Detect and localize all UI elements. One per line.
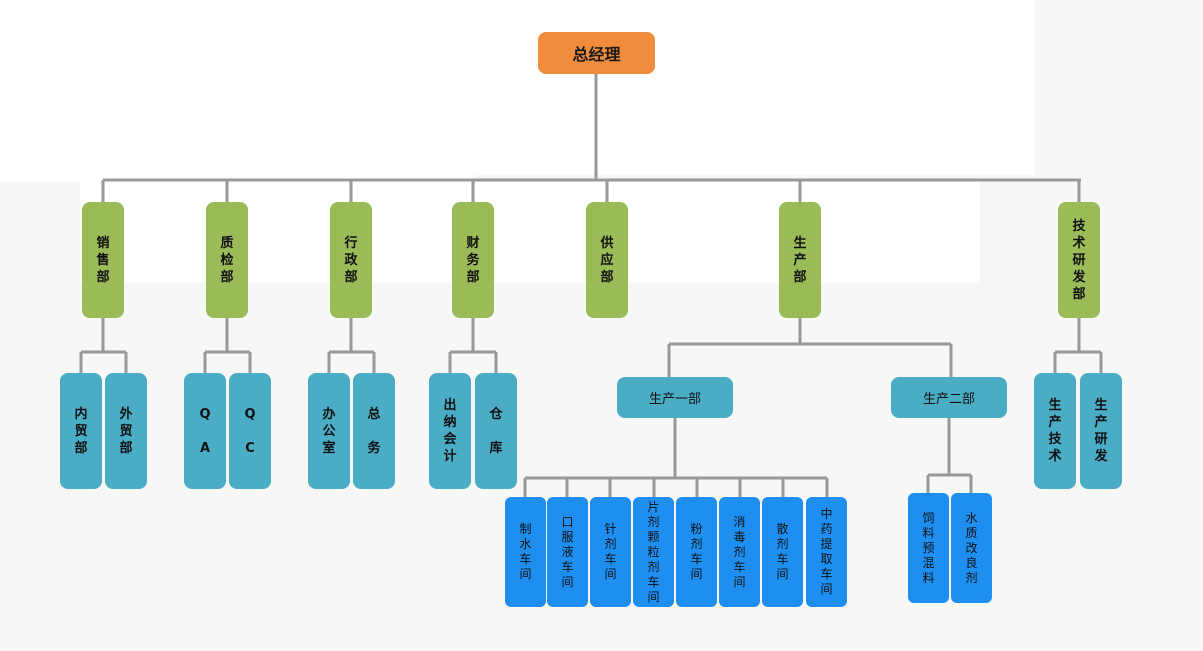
sub-office: 办 公 室 [308, 373, 350, 489]
dept-admin: 行 政 部 [330, 202, 372, 318]
sub-qc: Q C [229, 373, 271, 489]
sub-production-tech: 生 产 技 术 [1034, 373, 1076, 489]
workshop: 粉 剂 车 间 [676, 497, 717, 607]
workshop: 中 药 提 取 车 间 [806, 497, 847, 607]
sub-qa: Q A [184, 373, 226, 489]
sub-production-rd: 生 产 研 发 [1080, 373, 1122, 489]
sub-warehouse: 仓 库 [475, 373, 517, 489]
dept-supply: 供 应 部 [586, 202, 628, 318]
dept-production: 生 产 部 [779, 202, 821, 318]
ceo-box: 总经理 [538, 32, 655, 74]
production-unit-1: 生产一部 [617, 377, 733, 418]
workshop: 片 剂 颗 粒 剂 车 间 [633, 497, 674, 607]
dept-quality: 质 检 部 [206, 202, 248, 318]
workshop: 针 剂 车 间 [590, 497, 631, 607]
sub-general-affairs: 总 务 [353, 373, 395, 489]
sub-foreign-trade: 外 贸 部 [105, 373, 147, 489]
background-patch [0, 0, 475, 182]
workshop: 水 质 改 良 剂 [951, 493, 992, 603]
background-patch [475, 0, 1035, 175]
workshop: 散 剂 车 间 [762, 497, 803, 607]
dept-sales: 销 售 部 [82, 202, 124, 318]
production-unit-2: 生产二部 [891, 377, 1007, 418]
workshop: 消 毒 剂 车 间 [719, 497, 760, 607]
dept-finance: 财 务 部 [452, 202, 494, 318]
sub-domestic-trade: 内 贸 部 [60, 373, 102, 489]
workshop: 制 水 车 间 [505, 497, 546, 607]
dept-tech: 技 术 研 发 部 [1058, 202, 1100, 318]
workshop: 口 服 液 车 间 [547, 497, 588, 607]
sub-cashier-accounting: 出 纳 会 计 [429, 373, 471, 489]
workshop: 饲 料 预 混 料 [908, 493, 949, 603]
